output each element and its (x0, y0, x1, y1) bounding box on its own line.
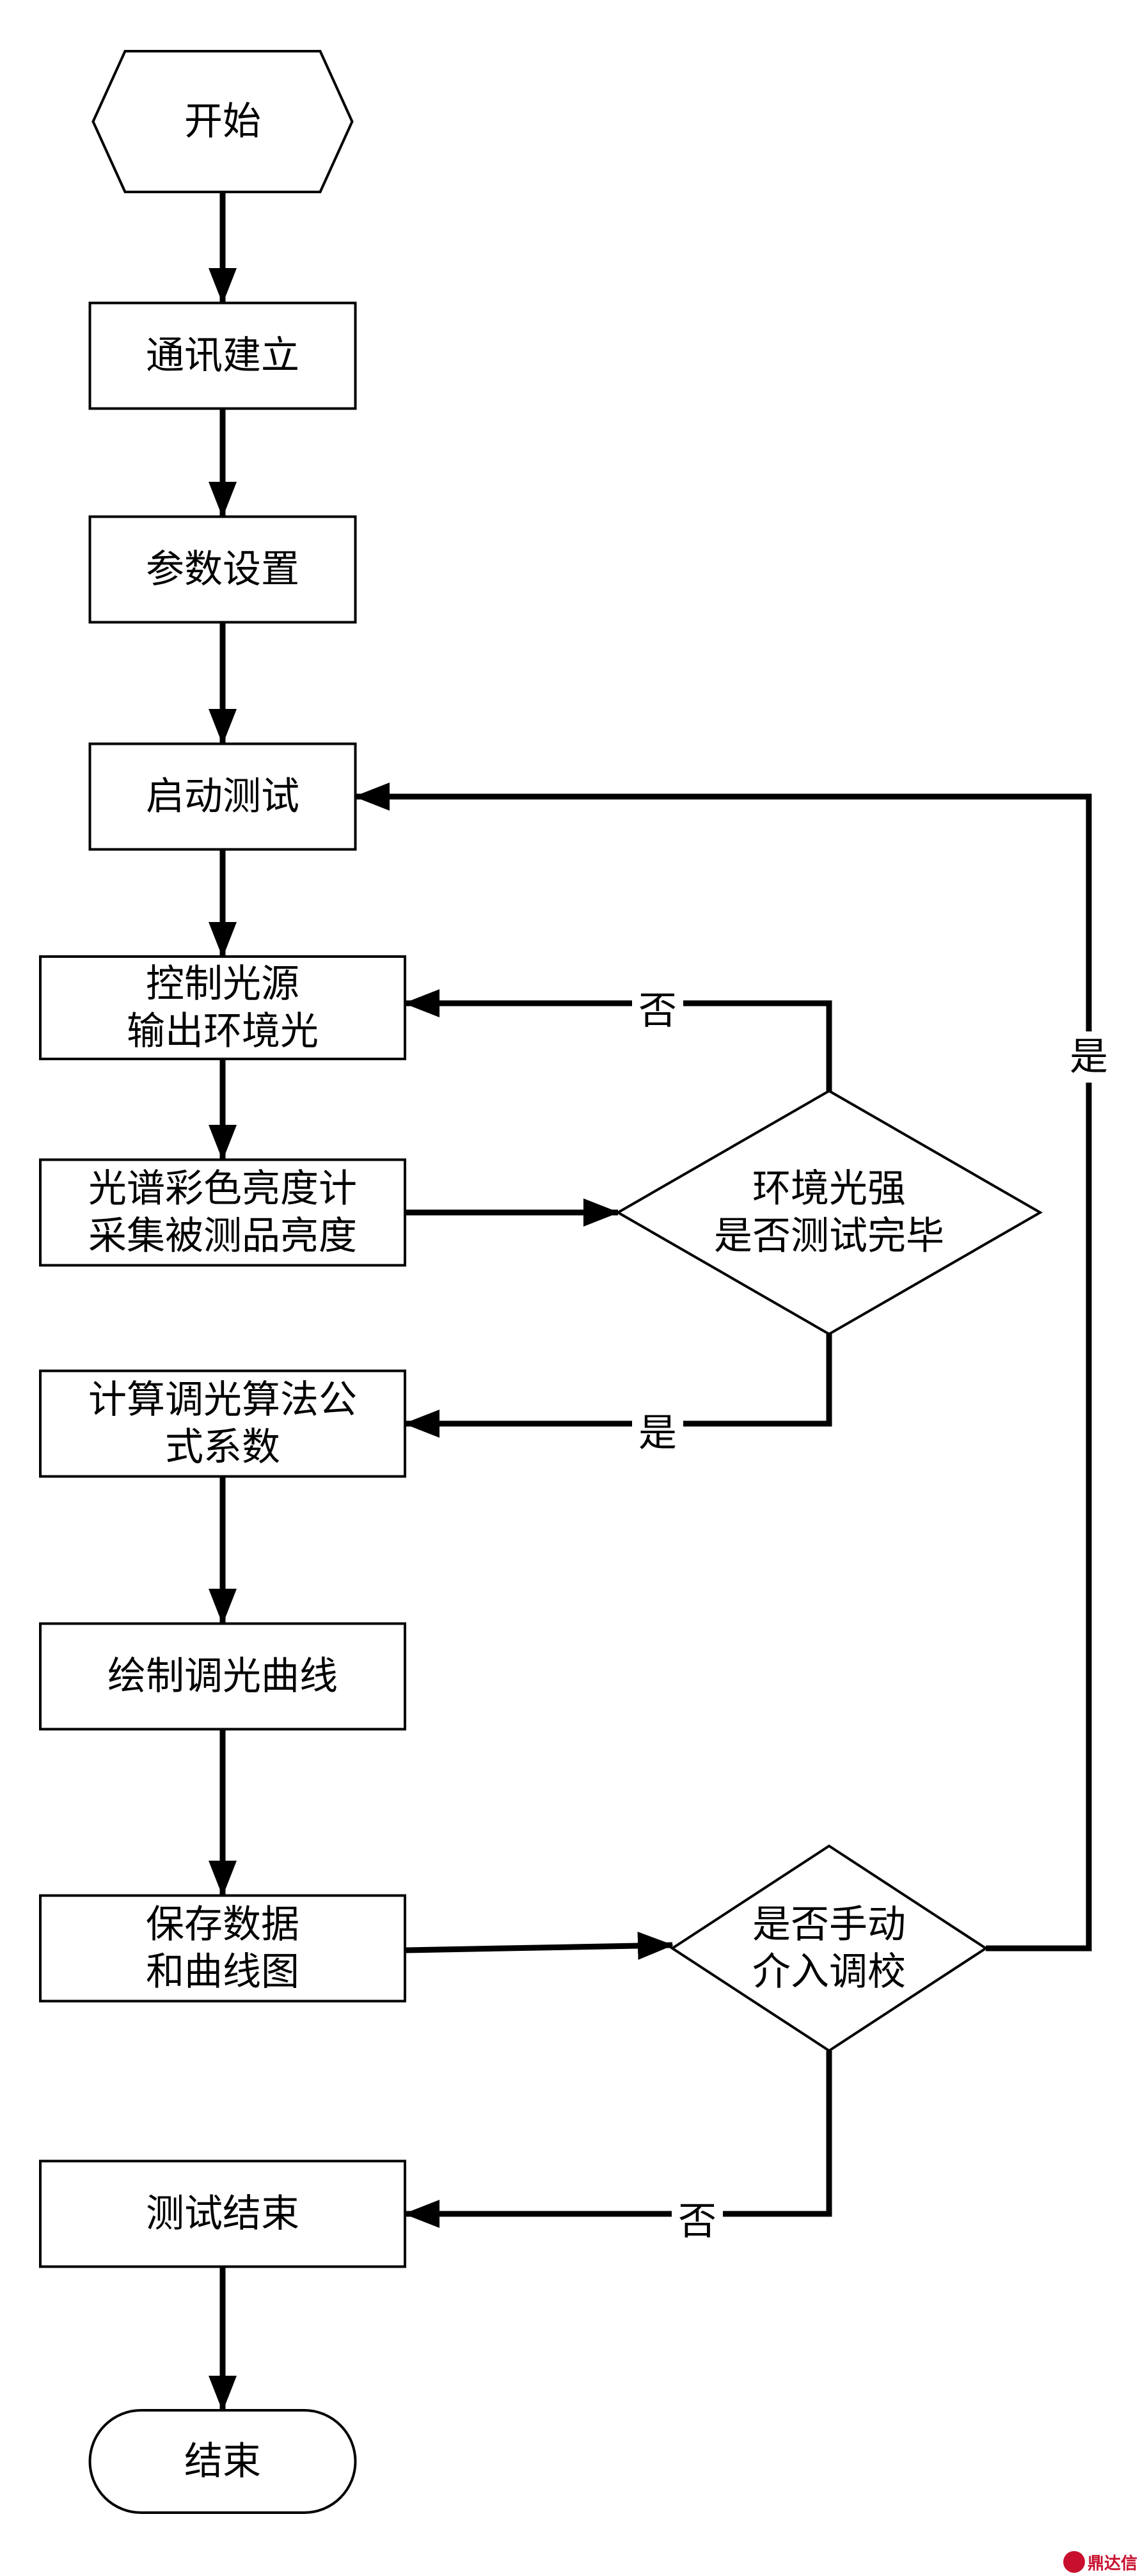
node-ambient-done-text-1: 环境光强 (752, 1166, 906, 1211)
node-ambient-done-text-2: 是否测试完毕 (714, 1214, 944, 1259)
node-draw-text-1: 绘制调光曲线 (107, 1654, 338, 1699)
edge-manual-to-start-test (354, 783, 1092, 1952)
node-test-end: 测试结束 (39, 2159, 406, 2268)
node-start-test-text-1: 启动测试 (146, 774, 299, 819)
node-start-text-1: 开始 (184, 99, 261, 144)
node-end-shape (88, 2409, 357, 2514)
watermark-logo-icon (1063, 2551, 1085, 2573)
node-measure-text-1: 光谱彩色亮度计 (88, 1166, 357, 1211)
node-test-end-text-1: 测试结束 (146, 2191, 299, 2236)
node-light-ctrl-text-2: 输出环境光 (127, 1009, 319, 1054)
edge-label-background (632, 985, 683, 1037)
edge-label-background (1063, 1031, 1114, 1083)
edge-label-manual-to-test-end: 否 (678, 2199, 716, 2244)
node-params-shape (88, 515, 357, 624)
edge-label-manual-to-start-test: 是 (1070, 1035, 1108, 1079)
node-start-test: 启动测试 (88, 742, 357, 851)
watermark: 鼎达信 (1063, 2548, 1137, 2576)
node-manual-text-2: 介入调校 (752, 1950, 906, 1994)
node-manual-shape (670, 1844, 988, 2053)
edge-ambient-done-to-calc (404, 1334, 832, 1438)
node-save-text-2: 和曲线图 (146, 1950, 299, 1994)
node-measure-shape (39, 1158, 406, 1267)
node-end-text-1: 结束 (184, 2439, 261, 2484)
node-light-ctrl-text-1: 控制光源 (146, 962, 299, 1006)
node-calc-text-1: 计算调光算法公 (88, 1378, 357, 1422)
edge-label-ambient-done-to-calc: 是 (638, 1411, 677, 1456)
node-comm: 通讯建立 (88, 301, 357, 410)
node-start-shape (91, 50, 354, 193)
node-params: 参数设置 (88, 515, 357, 624)
node-comm-text-1: 通讯建立 (146, 333, 299, 378)
edge-manual-to-test-end (404, 2051, 832, 2228)
edge-label-background (632, 1408, 683, 1459)
node-start: 开始 (91, 50, 354, 193)
edge-save-to-manual (404, 1932, 674, 1960)
node-params-text-1: 参数设置 (146, 547, 299, 592)
node-draw-shape (39, 1622, 406, 1731)
node-save-shape (39, 1894, 406, 2003)
node-end: 结束 (88, 2409, 357, 2514)
edge-label-background (672, 2196, 723, 2247)
node-draw: 绘制调光曲线 (39, 1622, 406, 1731)
edge-ambient-done-to-light-ctrl (404, 989, 832, 1091)
node-start-test-shape (88, 742, 357, 851)
node-test-end-shape (39, 2159, 406, 2268)
edge-label-ambient-done-to-light-ctrl: 否 (638, 989, 677, 1033)
node-manual-text-1: 是否手动 (752, 1902, 906, 1947)
node-comm-shape (88, 301, 357, 410)
watermark-text: 鼎达信 (1087, 2554, 1137, 2573)
node-calc-text-2: 式系数 (165, 1425, 280, 1470)
node-ambient-done-shape (615, 1089, 1043, 1336)
node-calc-shape (39, 1369, 406, 1478)
node-light-ctrl-shape (39, 955, 406, 1060)
node-save-text-1: 保存数据 (146, 1902, 299, 1947)
node-measure-text-2: 采集被测品亮度 (88, 1214, 357, 1259)
